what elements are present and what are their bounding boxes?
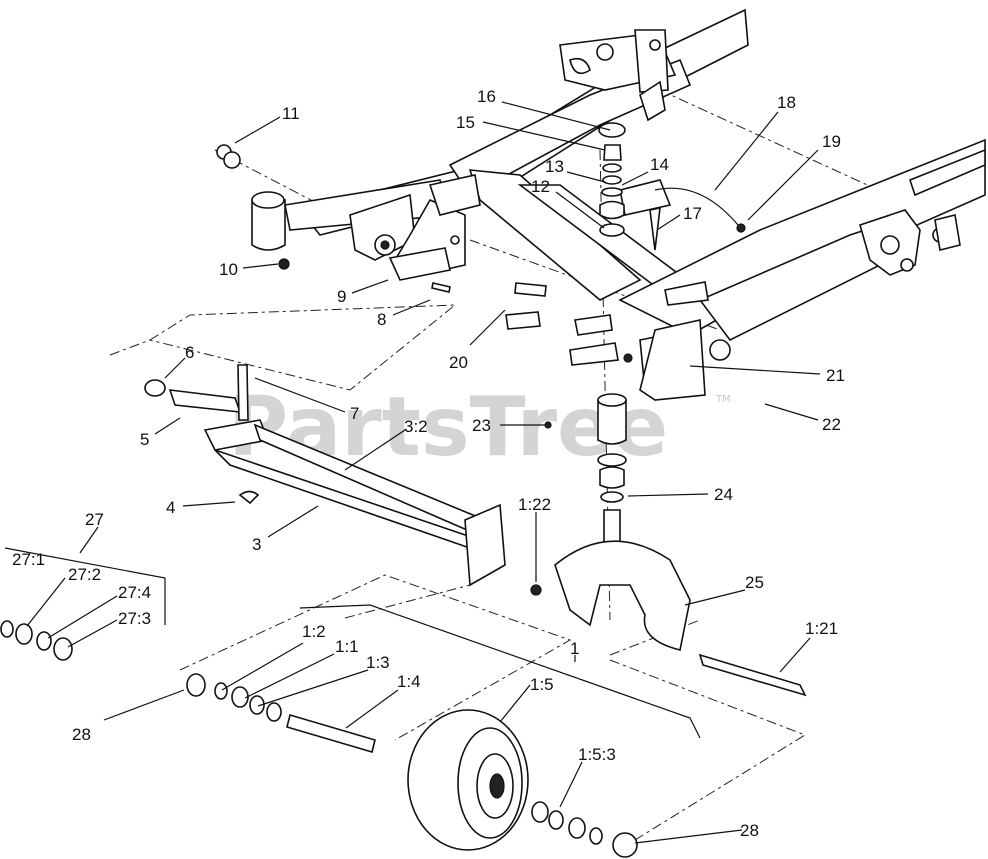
caster-wheel [286,709,529,851]
callout-4: 4 [166,498,175,517]
caster-fork [530,509,807,697]
callout-1-5-3: 1:5:3 [578,745,616,764]
callout-28-left: 28 [72,725,91,744]
callout-8: 8 [377,310,386,329]
callout-1-3: 1:3 [366,653,390,672]
callout-27-2: 27:2 [68,565,101,584]
callout-15: 15 [456,113,475,132]
callout-1-5: 1:5 [530,675,554,694]
left-pivot-arm [251,174,481,293]
callout-17: 17 [683,204,702,223]
leader-lines [4,101,821,844]
wheel-bearings [0,620,638,858]
callout-28-right: 28 [740,821,759,840]
trademark: TM [715,394,731,405]
callout-25: 25 [745,573,764,592]
callout-9: 9 [337,287,346,306]
callout-5: 5 [140,430,149,449]
callout-27-3: 27:3 [118,609,151,628]
callout-7: 7 [350,404,359,423]
pivot-bar [144,364,506,587]
callout-labels: 16 15 11 18 19 13 14 12 17 10 9 8 20 6 7… [12,87,845,840]
callout-20: 20 [449,353,468,372]
callout-11: 11 [282,104,300,123]
callout-23: 23 [472,416,491,435]
callout-12: 12 [531,177,550,196]
callout-1-22: 1:22 [518,495,551,514]
callout-1-4: 1:4 [397,672,421,691]
callout-24: 24 [714,485,733,504]
callout-1-21: 1:21 [805,619,838,638]
callout-1-2: 1:2 [302,622,326,641]
callout-22: 22 [822,415,841,434]
bearing-stack [216,122,746,503]
callout-14: 14 [650,155,669,174]
callout-10: 10 [219,260,238,279]
callout-1-1: 1:1 [335,637,359,656]
callout-27: 27 [85,510,104,529]
callout-13: 13 [545,157,564,176]
callout-1: 1 [570,639,579,658]
callout-16: 16 [477,87,496,106]
callout-21: 21 [826,366,845,385]
callout-3: 3 [252,535,261,554]
callout-19: 19 [822,132,841,151]
callout-27-1: 27:1 [12,550,45,569]
callout-27-4: 27:4 [118,583,151,602]
callout-18: 18 [777,93,796,112]
callout-3-2: 3:2 [404,417,428,436]
callout-6: 6 [185,343,194,362]
